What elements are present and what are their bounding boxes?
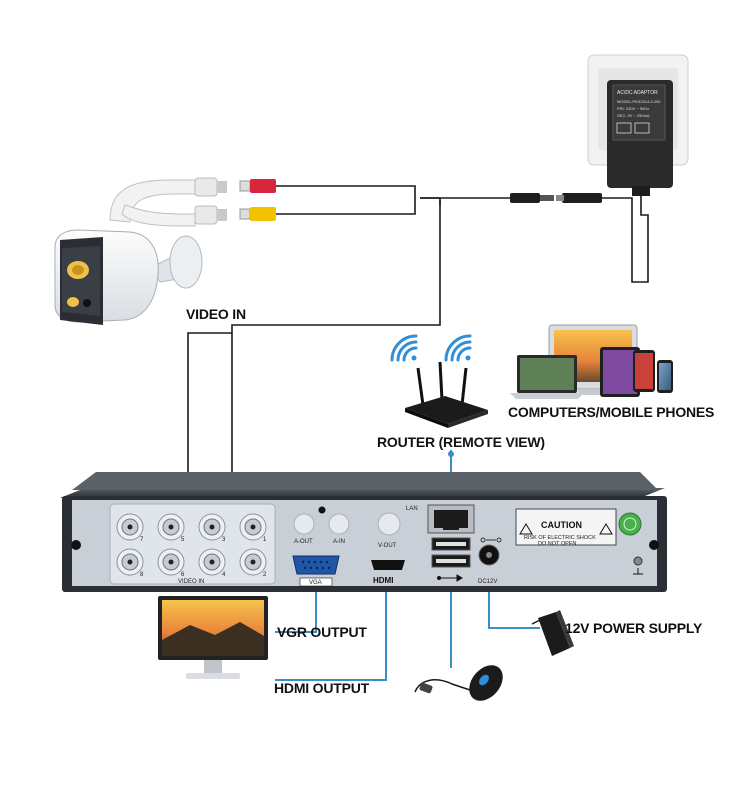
adapter-text-4: SEC: 9V ~ 250mA xyxy=(617,113,650,118)
a-out-label: A-OUT xyxy=(294,539,313,545)
adapter-text-3: PRI: 230V ~ 50Hz xyxy=(617,106,649,111)
video-in-label: VIDEO IN xyxy=(186,306,246,322)
bullet-camera xyxy=(54,177,227,325)
hdmi-label: HDMI xyxy=(373,576,393,585)
power-adapter: AC/DC ADAPTOR MODEL:PKS2014-0.250 PRI: 2… xyxy=(587,54,689,196)
router-label: ROUTER (REMOTE VIEW) xyxy=(377,434,545,450)
wifi-icon xyxy=(390,334,418,362)
bnc-channel-number: 4 xyxy=(222,572,226,578)
computers-label: COMPUTERS/MOBILE PHONES xyxy=(508,404,715,420)
monitor xyxy=(158,596,268,679)
router-line-dot xyxy=(448,451,454,457)
bnc-connector-pin xyxy=(168,559,174,565)
bnc-connector-pin xyxy=(250,524,256,530)
12v-power-supply xyxy=(531,610,574,656)
certification-badge xyxy=(618,512,642,536)
bnc-channel-number: 5 xyxy=(181,537,185,543)
a-in-label: A-IN xyxy=(333,539,345,545)
adapter-text-1: AC/DC ADAPTOR xyxy=(617,90,658,96)
bnc-connector-pin xyxy=(250,559,256,565)
dc12v-label: DC12V xyxy=(478,579,497,585)
bnc-connector-pin xyxy=(209,559,215,565)
bnc-connectors: 7 5 3 1 8 6 4 2 xyxy=(116,513,267,578)
video-in-panel-label: VIDEO IN xyxy=(178,579,204,585)
computers-mobile-devices xyxy=(510,324,673,399)
bnc-connector-pin xyxy=(127,524,133,530)
v-out-label: V-OUT xyxy=(378,543,397,549)
router xyxy=(390,334,488,428)
adapter-text-2: MODEL:PKS2014-0.250 xyxy=(617,99,661,104)
bnc-channel-number: 2 xyxy=(263,572,267,578)
ground-screw-icon xyxy=(633,556,643,575)
power-supply-label: 12V POWER SUPPLY xyxy=(565,620,703,636)
polarity-icon xyxy=(480,537,502,543)
vgr-output-label: VGR OUTPUT xyxy=(277,624,367,640)
wires xyxy=(187,185,649,495)
lan-label: LAN xyxy=(406,506,418,512)
bnc-channel-number: 7 xyxy=(140,537,144,543)
caution-title: CAUTION xyxy=(541,520,582,530)
hdmi-output-label: HDMI OUTPUT xyxy=(274,680,370,696)
dvr-unit: 7 5 3 1 8 6 4 2 VIDEO IN A-OUT A-IN V-OUT VGA H… xyxy=(60,472,667,592)
wifi-icon-right xyxy=(444,334,472,362)
bnc-channel-number: 3 xyxy=(222,537,226,543)
bnc-channel-number: 1 xyxy=(263,537,267,543)
bnc-connector-pin xyxy=(168,524,174,530)
usb-icon xyxy=(437,574,463,582)
bnc-channel-number: 6 xyxy=(181,572,185,578)
rca-connectors xyxy=(239,179,276,221)
bnc-connector-pin xyxy=(209,524,215,530)
usb-mouse xyxy=(414,665,503,701)
dc-connectors xyxy=(510,193,602,203)
bnc-connector-pin xyxy=(127,559,133,565)
caution-line-1: RISK OF ELECTRIC SHOCK xyxy=(524,535,596,541)
caution-line-2: DO NOT OPEN xyxy=(538,541,576,547)
vga-label: VGA xyxy=(309,580,322,586)
bnc-channel-number: 8 xyxy=(140,572,144,578)
